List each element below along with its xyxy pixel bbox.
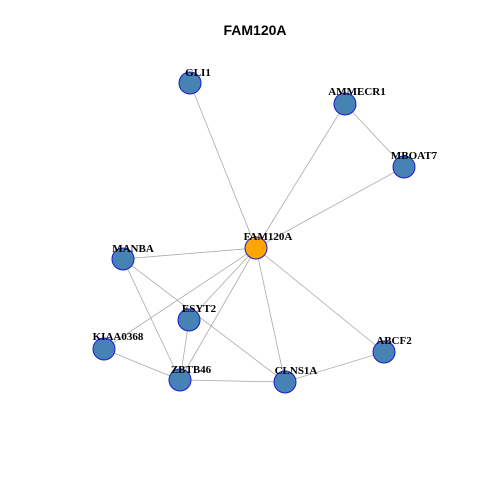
- node-gli1: GLI1: [178, 67, 211, 95]
- node-label-clns1a: CLNS1A: [275, 365, 318, 377]
- node-abcf2: ABCF2: [372, 335, 412, 364]
- edge-fam120a-ammecr1: [255, 103, 346, 249]
- node-label-kiaa0368: KIAA0368: [93, 331, 144, 343]
- graph-title: FAM120A: [223, 22, 286, 38]
- node-label-manba: MANBA: [112, 243, 154, 255]
- node-circle-esyt2: [177, 308, 201, 332]
- node-mboat7: MBOAT7: [391, 150, 438, 179]
- edge-fam120a-abcf2: [255, 247, 385, 353]
- edge-fam120a-clns1a: [255, 247, 286, 383]
- node-circle-gli1: [178, 71, 202, 95]
- node-circle-ammecr1: [333, 92, 357, 116]
- node-circle-fam120a: [244, 236, 268, 260]
- node-circle-manba: [111, 247, 135, 271]
- node-label-abcf2: ABCF2: [376, 335, 412, 347]
- edge-ammecr1-mboat7: [344, 103, 405, 168]
- node-zbtb46: ZBTB46: [168, 364, 212, 392]
- edge-kiaa0368-zbtb46: [103, 348, 181, 381]
- node-circle-mboat7: [392, 155, 416, 179]
- node-circle-abcf2: [372, 340, 396, 364]
- node-manba: MANBA: [111, 243, 154, 271]
- node-circle-clns1a: [273, 370, 297, 394]
- node-label-zbtb46: ZBTB46: [171, 364, 212, 376]
- edge-fam120a-kiaa0368: [103, 247, 257, 350]
- node-label-fam120a: FAM120A: [244, 231, 293, 243]
- edge-fam120a-esyt2: [188, 247, 257, 321]
- node-label-gli1: GLI1: [185, 67, 211, 79]
- node-clns1a: CLNS1A: [273, 365, 318, 394]
- node-circle-kiaa0368: [92, 337, 116, 361]
- node-esyt2: ESYT2: [177, 303, 217, 332]
- edge-manba-clns1a: [122, 258, 286, 383]
- node-ammecr1: AMMECR1: [328, 86, 386, 116]
- node-kiaa0368: KIAA0368: [92, 331, 144, 361]
- node-label-esyt2: ESYT2: [182, 303, 217, 315]
- node-fam120a: FAM120A: [244, 231, 293, 260]
- node-circle-zbtb46: [168, 368, 192, 392]
- edge-clns1a-abcf2: [284, 351, 385, 383]
- edge-fam120a-manba: [122, 247, 257, 260]
- node-label-ammecr1: AMMECR1: [328, 86, 385, 98]
- edge-fam120a-mboat7: [255, 166, 405, 249]
- edge-manba-zbtb46: [122, 258, 181, 381]
- edge-zbtb46-clns1a: [179, 379, 286, 383]
- edge-fam120a-zbtb46: [179, 247, 257, 381]
- edge-fam120a-gli1: [189, 82, 257, 249]
- edges-layer: [103, 82, 405, 383]
- node-label-mboat7: MBOAT7: [391, 150, 438, 162]
